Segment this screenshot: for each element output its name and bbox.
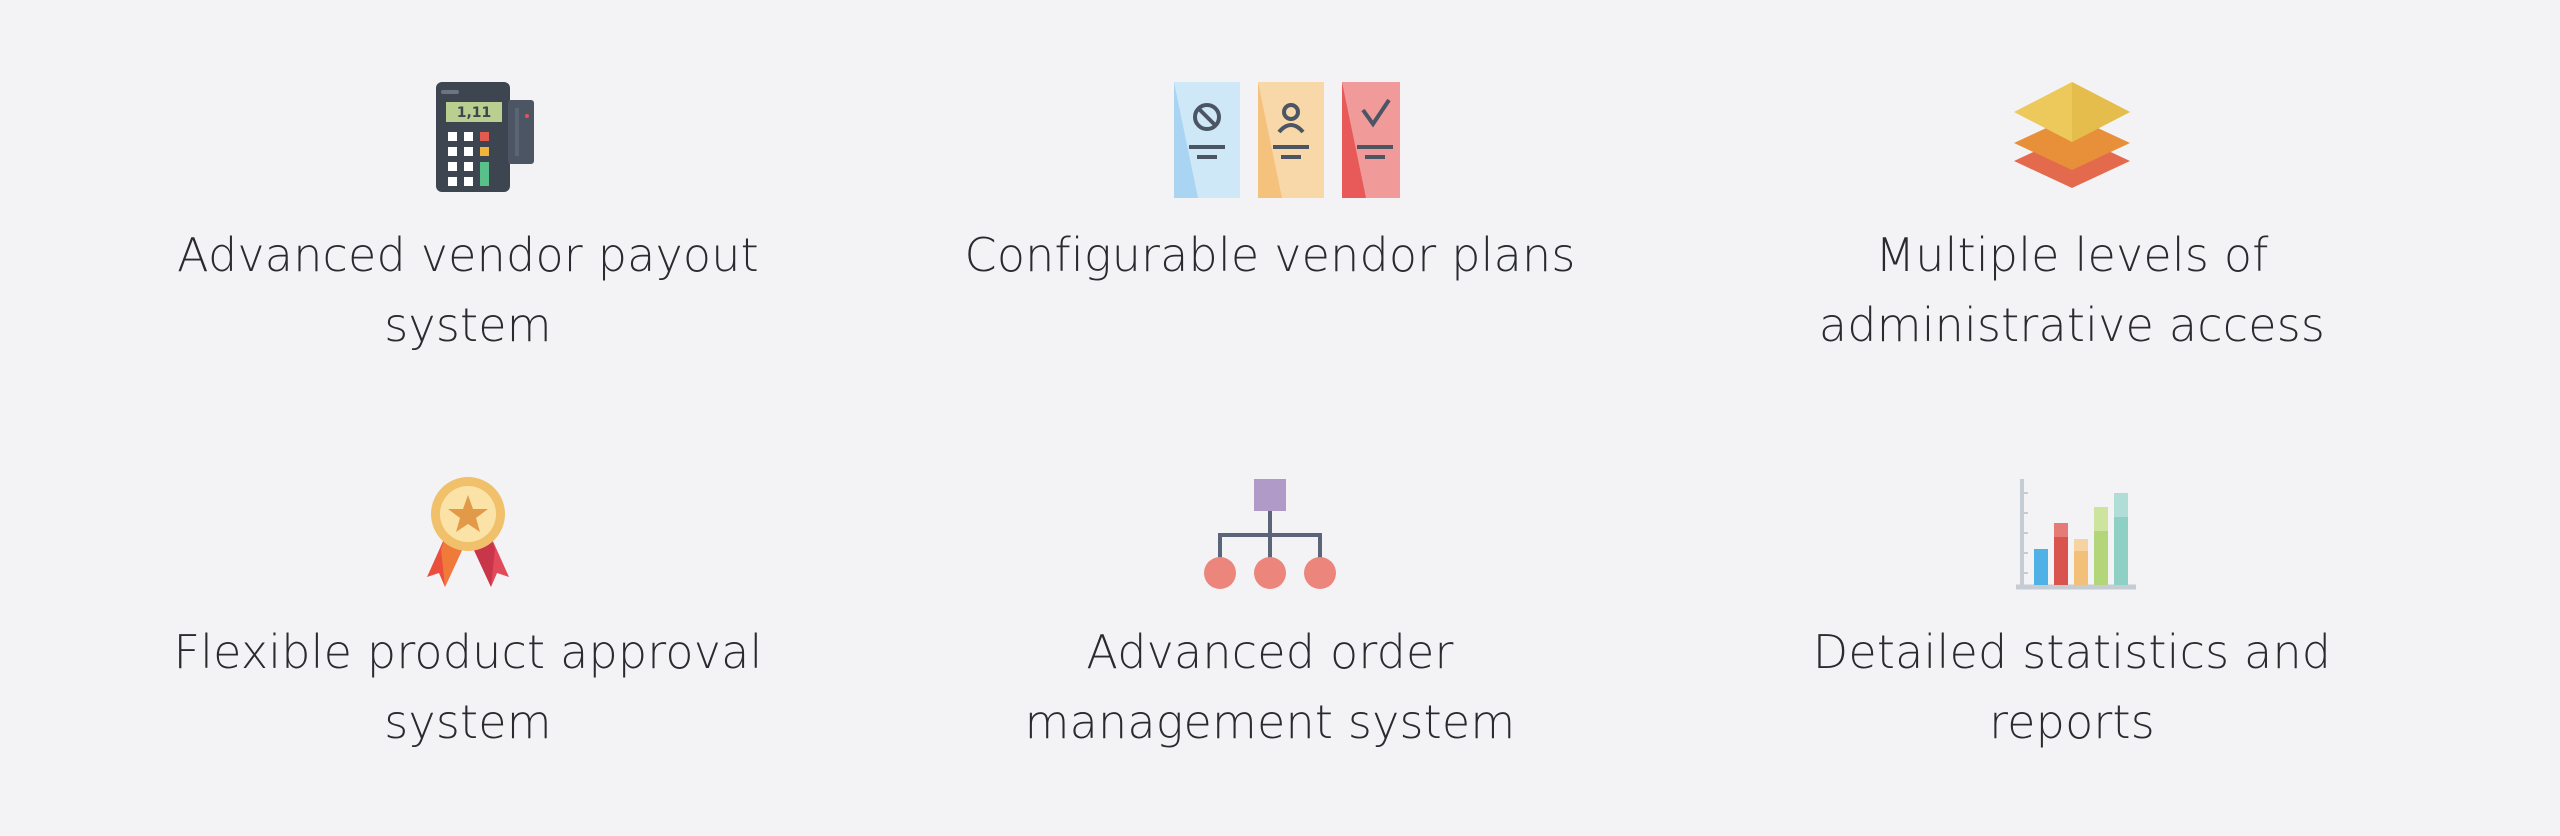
plan-cards-icon (1174, 82, 1400, 198)
bar-chart-icon (2016, 479, 2136, 590)
feature-label: Advanced vendor payout system (177, 228, 759, 352)
layers-icon (2014, 82, 2130, 188)
feature-label: Detailed statistics and reports (1812, 625, 2332, 749)
feature-label: Configurable vendor plans (964, 228, 1576, 282)
feature-label: Flexible product approval system (173, 625, 763, 749)
payment-terminal-icon: 1,11 (436, 82, 534, 192)
feature-vendor-plans: Configurable vendor plans (910, 72, 1630, 290)
feature-admin-access: Multiple levels of administrative access (1712, 72, 2432, 360)
hierarchy-icon (1204, 479, 1336, 589)
feature-order-management: Advanced order management system (910, 469, 1630, 757)
feature-product-approval: Flexible product approval system (108, 469, 828, 757)
award-medal-icon (427, 477, 509, 587)
feature-label: Advanced order management system (1024, 625, 1516, 749)
svg-text:1,11: 1,11 (457, 105, 492, 121)
feature-label: Multiple levels of administrative access (1818, 228, 2326, 352)
feature-statistics-reports: Detailed statistics and reports (1712, 469, 2432, 757)
feature-vendor-payout: 1,11 Advanced vendor payout system (108, 72, 828, 360)
